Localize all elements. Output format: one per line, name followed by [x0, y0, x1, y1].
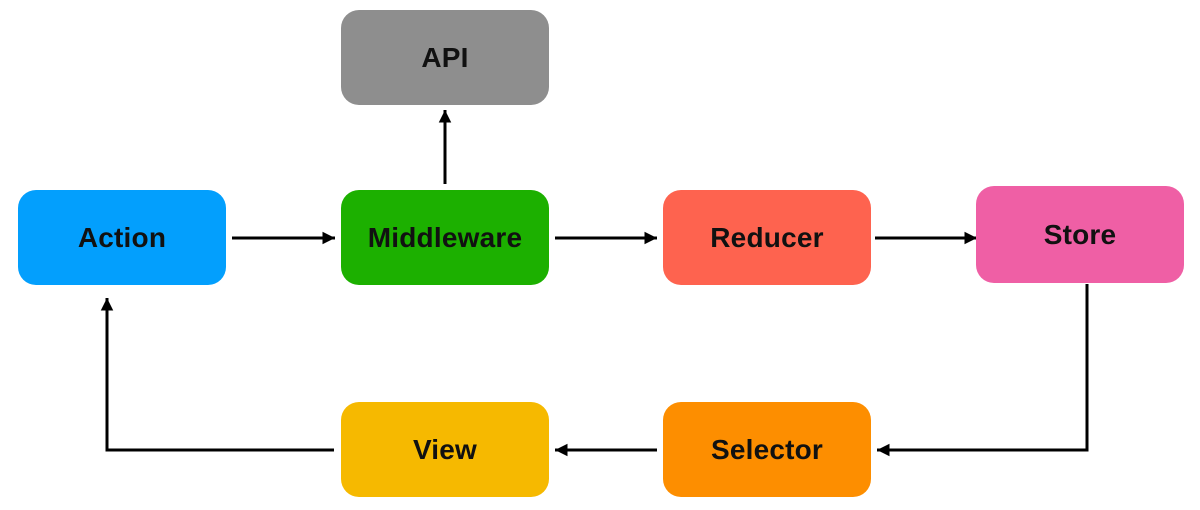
node-middleware-label: Middleware [367, 221, 523, 253]
node-api-label: API [421, 41, 469, 73]
node-middleware: Middleware [341, 190, 549, 285]
node-selector-label: Selector [710, 433, 824, 465]
node-action-label: Action [77, 221, 167, 253]
edge-view-to-action [100, 298, 334, 452]
node-view: View [341, 402, 549, 497]
node-store-label: Store [1043, 218, 1117, 250]
node-reducer: Reducer [663, 190, 871, 285]
node-api: API [341, 10, 549, 105]
edge-store-to-selector [877, 284, 1089, 457]
node-selector: Selector [663, 402, 871, 497]
node-action: Action [18, 190, 226, 285]
node-view-label: View [412, 433, 478, 465]
node-reducer-label: Reducer [710, 221, 824, 253]
node-store: Store [976, 186, 1184, 283]
